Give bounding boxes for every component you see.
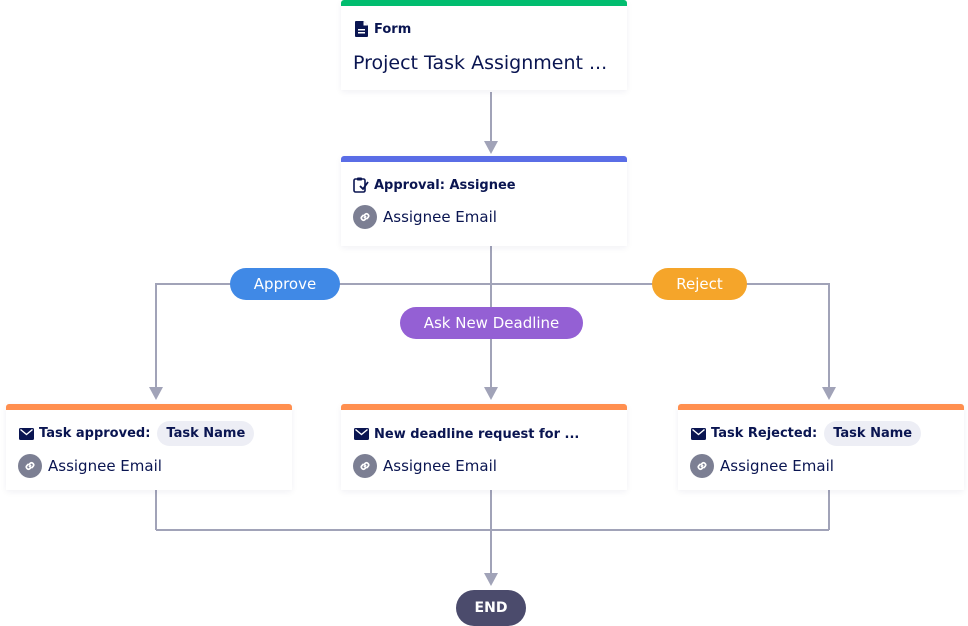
email-node-bar <box>678 404 964 410</box>
end-node[interactable]: END <box>456 590 526 626</box>
email-node-title: Task Rejected: <box>711 426 818 441</box>
email-node-bar <box>6 404 292 410</box>
ask-deadline-branch-pill[interactable]: Ask New Deadline <box>400 307 583 339</box>
email-node-title: Task approved: <box>39 426 151 441</box>
approval-node-field: Assignee Email <box>383 208 497 226</box>
arrow-left-email <box>149 387 163 400</box>
email-node-deadline[interactable]: New deadline request for ... Assignee Em… <box>341 404 627 490</box>
task-name-tag: Task Name <box>157 421 255 446</box>
approval-node-type: Approval: Assignee <box>374 177 516 193</box>
form-node[interactable]: Form Project Task Assignment ... <box>341 0 627 90</box>
link-icon <box>690 454 714 478</box>
envelope-icon <box>18 426 34 442</box>
link-icon <box>18 454 42 478</box>
approval-icon <box>353 177 369 193</box>
approval-node[interactable]: Approval: Assignee Assignee Email <box>341 156 627 246</box>
form-node-type: Form <box>374 21 412 37</box>
email-node-field: Assignee Email <box>720 457 834 475</box>
reject-branch-pill[interactable]: Reject <box>652 268 747 300</box>
email-node-rejected[interactable]: Task Rejected: Task Name Assignee Email <box>678 404 964 490</box>
arrow-approval <box>484 141 498 154</box>
form-node-title: Project Task Assignment ... <box>353 52 608 74</box>
email-node-field: Assignee Email <box>48 457 162 475</box>
connector-reject-branch <box>491 283 830 390</box>
link-icon <box>353 205 377 229</box>
envelope-icon <box>690 426 706 442</box>
link-icon <box>353 454 377 478</box>
form-node-bar <box>341 0 627 6</box>
email-node-approved[interactable]: Task approved: Task Name Assignee Email <box>6 404 292 490</box>
approval-node-bar <box>341 156 627 162</box>
connector-approve-branch <box>155 283 491 390</box>
arrow-end <box>484 573 498 586</box>
email-node-bar <box>341 404 627 410</box>
email-node-title: New deadline request for ... <box>374 426 580 442</box>
arrow-right-email <box>822 387 836 400</box>
approve-branch-pill[interactable]: Approve <box>230 268 340 300</box>
document-icon <box>353 21 369 37</box>
email-node-field: Assignee Email <box>383 457 497 475</box>
task-name-tag: Task Name <box>824 421 922 446</box>
envelope-icon <box>353 426 369 442</box>
arrow-mid-email <box>484 387 498 400</box>
